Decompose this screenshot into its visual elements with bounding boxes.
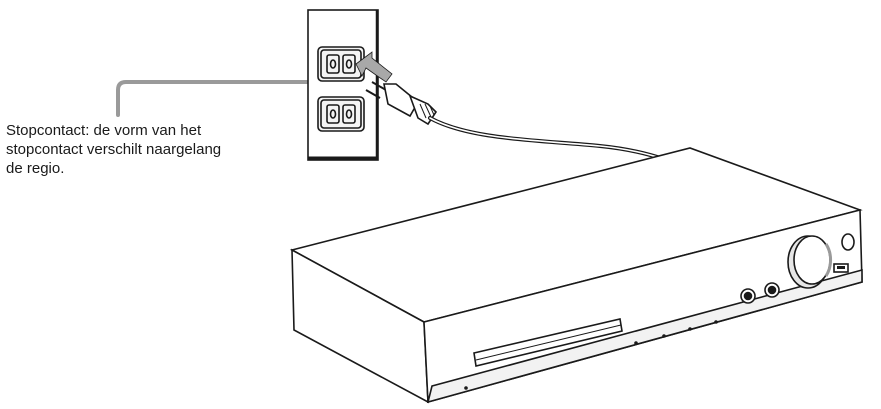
- callout-line-2: stopcontact verschilt naargelang: [6, 141, 222, 158]
- headphone-jack-icon: [740, 288, 756, 304]
- callout-line-1: Stopcontact: de vorm van het: [6, 122, 202, 139]
- power-plug-icon: [365, 81, 692, 172]
- front-buttons: [464, 320, 718, 390]
- usb-port-icon: [833, 263, 849, 273]
- power-button-icon: [841, 233, 855, 251]
- lower-socket-icon: [317, 96, 365, 132]
- av-receiver-illustration: [289, 147, 863, 404]
- audio-input-jack-icon: [764, 282, 780, 298]
- insert-arrow-icon: [355, 51, 393, 83]
- outlet-callout-label: Stopcontact: de vorm van het stopcontact…: [6, 121, 296, 178]
- volume-knob-icon: [787, 235, 833, 289]
- wall-outlet-icon: [307, 9, 379, 161]
- callout-line-3: de regio.: [6, 160, 65, 177]
- callout-leader-line: [116, 80, 320, 117]
